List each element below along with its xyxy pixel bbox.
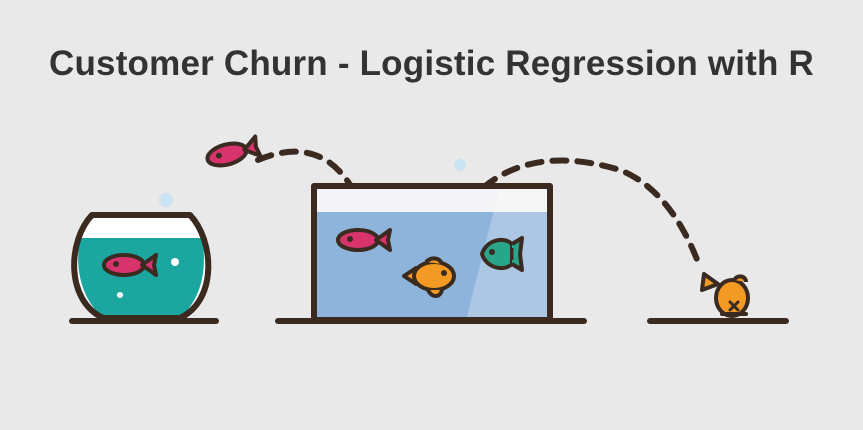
pink-fish-icon xyxy=(336,228,392,252)
page-title: Customer Churn - Logistic Regression wit… xyxy=(48,44,815,83)
jumping-fish-icon xyxy=(205,134,263,168)
orange-fish-icon xyxy=(402,256,456,298)
green-fish-icon xyxy=(480,236,524,272)
pink-fish-icon xyxy=(102,253,158,277)
escaped-fish-icon xyxy=(700,272,750,318)
